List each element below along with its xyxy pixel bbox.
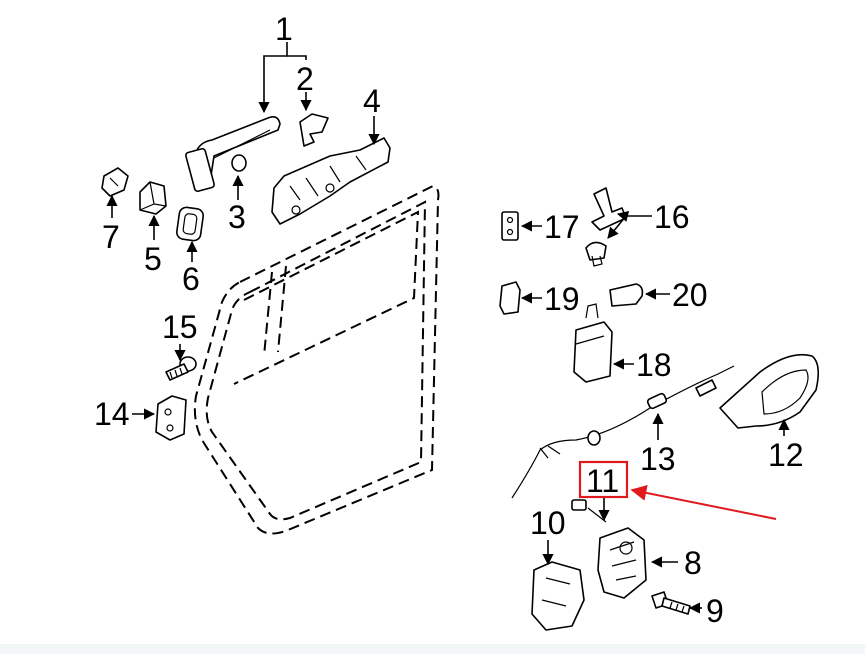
- highlight-arrow: [630, 485, 777, 520]
- part-10-latch-cover: [531, 561, 585, 631]
- callout-3: 3: [228, 199, 246, 235]
- callout-19: 19: [544, 281, 580, 317]
- part-4-handle-bracket: [271, 137, 391, 225]
- part-2-clip: [299, 113, 329, 147]
- callout-20: 20: [672, 277, 708, 313]
- callout-13: 13: [640, 441, 676, 477]
- part-12-inside-handle: [719, 353, 820, 429]
- leader-lines: [106, 42, 790, 614]
- callout-1: 1: [275, 11, 293, 47]
- callout-labels: 1 2 3 4 5 6 7 8 9 10 11 12 13 14 15 16 1…: [94, 11, 804, 629]
- highlight-box: [578, 460, 629, 499]
- callout-5: 5: [144, 241, 162, 277]
- part-6-gasket: [175, 206, 205, 242]
- part-7-end-cap: [101, 167, 129, 197]
- part-16-bracket: [585, 187, 627, 267]
- callout-4: 4: [363, 83, 381, 119]
- door-outline: [193, 184, 440, 535]
- callout-15: 15: [162, 309, 198, 345]
- callout-11: 11: [586, 463, 619, 499]
- part-13-cable: [511, 365, 735, 499]
- callout-6: 6: [182, 261, 200, 297]
- bottom-strip: [0, 644, 865, 654]
- callout-14: 14: [94, 396, 130, 432]
- callout-12: 12: [768, 437, 804, 473]
- part-3-grommet: [231, 154, 247, 172]
- part-18-actuator: [573, 303, 613, 383]
- part-1-outside-handle: [185, 116, 281, 193]
- callout-2: 2: [296, 61, 314, 97]
- part-14-striker: [155, 395, 187, 441]
- callout-10: 10: [530, 505, 566, 541]
- part-17-plate: [501, 211, 519, 241]
- part-8-door-latch: [597, 527, 647, 599]
- callout-8: 8: [684, 545, 702, 581]
- part-19-plate: [499, 281, 521, 315]
- part-5-cap: [139, 181, 167, 215]
- part-15-bolt: [165, 356, 197, 381]
- callout-17: 17: [544, 209, 580, 245]
- part-9-bolt: [651, 591, 691, 615]
- callout-7: 7: [102, 219, 120, 255]
- callout-18: 18: [636, 347, 672, 383]
- part-11-link-rod: [571, 499, 607, 523]
- callout-9: 9: [706, 593, 724, 629]
- part-20-cover: [609, 283, 644, 307]
- highlight-part-11: [578, 460, 777, 520]
- callout-16: 16: [654, 199, 690, 235]
